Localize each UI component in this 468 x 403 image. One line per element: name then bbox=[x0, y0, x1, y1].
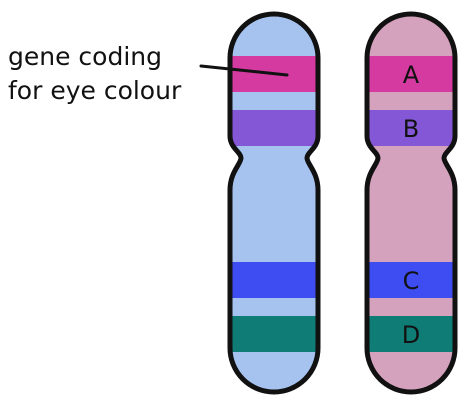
band-label-d: D bbox=[402, 321, 420, 349]
right-chromosome-outline bbox=[364, 11, 458, 395]
left-band-teal bbox=[230, 316, 318, 352]
right-chromosome: A B C D bbox=[364, 11, 458, 395]
right-band-d bbox=[367, 316, 455, 352]
annotation-pointer-line bbox=[199, 64, 289, 77]
gene-annotation: gene coding for eye colour bbox=[8, 40, 181, 108]
band-label-c: C bbox=[403, 267, 420, 295]
right-band-c bbox=[367, 262, 455, 298]
left-chromosome bbox=[227, 11, 321, 395]
right-band-a bbox=[367, 56, 455, 92]
band-label-b: B bbox=[403, 115, 419, 143]
band-label-a: A bbox=[403, 61, 420, 89]
left-band-purple bbox=[230, 110, 318, 146]
left-band-blue bbox=[230, 262, 318, 298]
annotation-line-2: for eye colour bbox=[8, 76, 182, 105]
right-band-b bbox=[367, 110, 455, 146]
left-chromosome-outline bbox=[227, 11, 321, 395]
annotation-line-1: gene coding bbox=[8, 42, 162, 71]
